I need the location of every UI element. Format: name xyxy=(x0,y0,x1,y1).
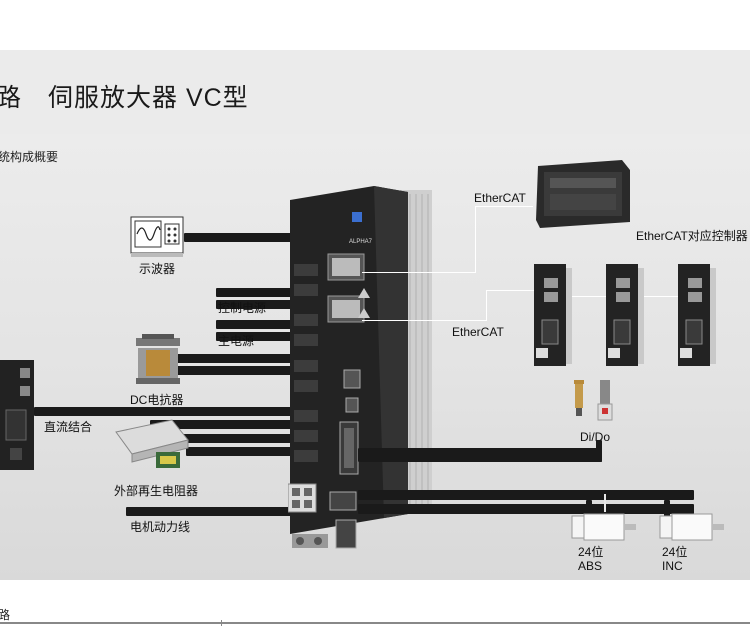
divider xyxy=(0,622,750,624)
amplifier-brand: ALPHA7 xyxy=(349,239,373,245)
label-regen-resistor: 外部再生电阻器 xyxy=(114,484,199,498)
cable-encoder-2 xyxy=(358,504,694,514)
system-diagram: 统构成概要 示波器 控制电源 主电源 xyxy=(0,134,750,580)
label-dc-reactor: DC电抗器 xyxy=(130,393,184,407)
bottom-heading: 路 xyxy=(0,608,11,622)
label-dc-link: 直流结合 xyxy=(44,420,93,434)
cable-dc-link-2 xyxy=(150,420,318,429)
label-control-power: 控制电源 xyxy=(218,301,267,315)
cable-dido-drop xyxy=(596,440,602,462)
cable-regen-2 xyxy=(186,447,318,456)
top-margin xyxy=(0,0,750,50)
cable-main-power-1 xyxy=(216,320,318,329)
dc-reactor-icon xyxy=(136,334,180,384)
cable-motor-power xyxy=(126,507,318,516)
cable-dc-link xyxy=(34,407,318,416)
label-encoder2-bits: 24位 xyxy=(662,545,688,559)
left-amplifier-image xyxy=(0,360,34,470)
motor-inc-icon xyxy=(659,513,724,541)
label-main-power: 主电源 xyxy=(218,334,255,348)
slave-amplifier-3 xyxy=(678,264,716,366)
cable-main-power-2 xyxy=(216,332,318,341)
title-bar xyxy=(0,50,750,134)
slave-amplifier-2 xyxy=(606,264,644,366)
ethercat-controller-image xyxy=(536,160,630,228)
cable-control-power-1 xyxy=(216,288,318,297)
cable-dc-reactor-1 xyxy=(150,354,318,363)
oscilloscope-icon xyxy=(130,216,184,257)
divider-tick xyxy=(221,620,222,626)
label-oscilloscope: 示波器 xyxy=(139,262,176,276)
label-ethercat-controller: EtherCAT对应控制器 xyxy=(636,229,748,243)
slave-amplifier-1 xyxy=(534,264,572,366)
motor-abs-icon xyxy=(571,513,636,541)
cable-regen-1 xyxy=(150,434,318,443)
regen-resistor-icon xyxy=(115,419,189,468)
label-encoder1-bits: 24位 xyxy=(578,545,604,559)
label-dido: Di/Do xyxy=(580,430,611,444)
cable-dc-reactor-2 xyxy=(150,366,318,375)
label-encoder1-type: ABS xyxy=(578,559,603,573)
cable-encoder-1 xyxy=(358,490,694,500)
diagram-subtitle: 统构成概要 xyxy=(0,150,59,164)
cable-dido xyxy=(358,448,602,462)
sensor-icon xyxy=(574,380,613,421)
label-ethercat-top: EtherCAT xyxy=(474,191,526,205)
cable-oscilloscope xyxy=(184,233,318,242)
label-encoder2-type: INC xyxy=(662,559,683,573)
page-title: 路 伺服放大器 VC型 xyxy=(0,84,249,112)
label-ethercat-mid: EtherCAT xyxy=(452,325,504,339)
label-motor-power: 电机动力线 xyxy=(130,520,191,534)
cable-control-power-2 xyxy=(216,300,318,309)
